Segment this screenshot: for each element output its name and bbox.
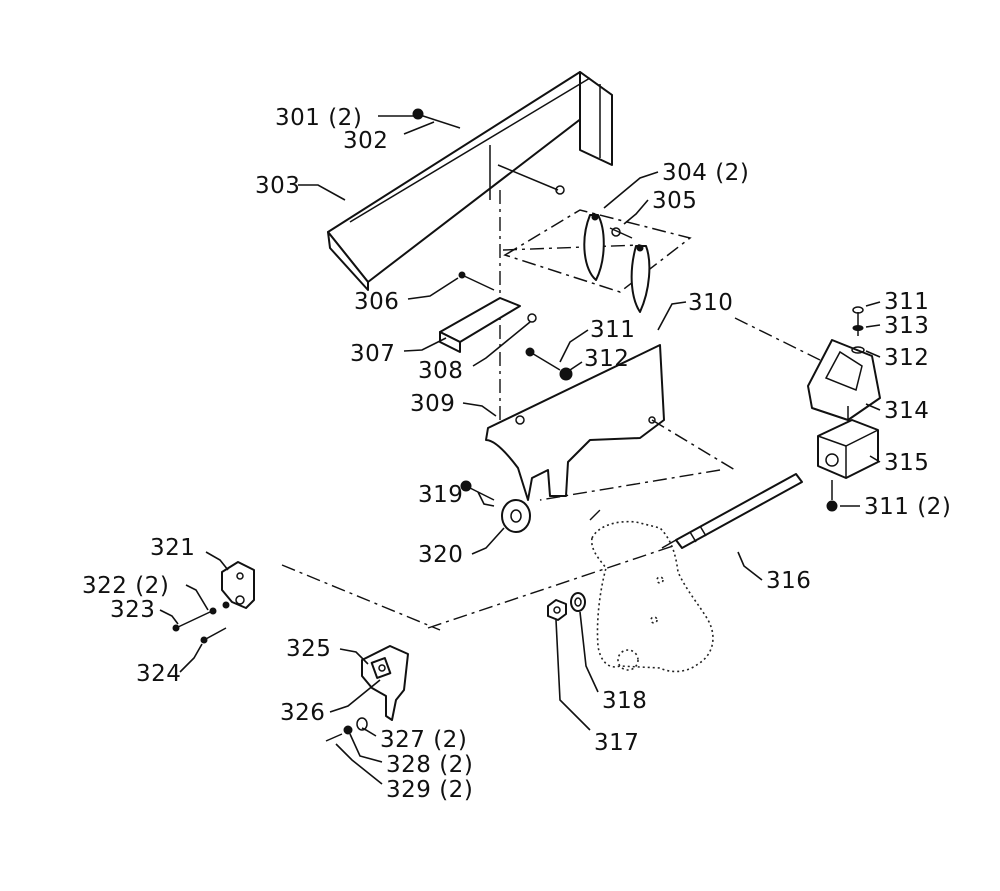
blade-assembly [503,209,692,313]
hardware-322-323-324 [172,601,230,644]
label-319: 319 [418,482,463,508]
bracket-314 [807,339,881,421]
screw-301 [412,108,461,129]
hardware-311-313-312 [826,306,865,512]
guard-bracket [439,271,537,353]
label-323: 323 [110,597,155,623]
label-311-center: 311 [590,317,635,343]
label-302: 302 [343,128,388,154]
hardware-327-328-329 [325,717,368,742]
label-301: 301 (2) [275,105,362,131]
label-307: 307 [350,341,395,367]
block-315 [817,419,879,479]
label-324: 324 [136,661,181,687]
label-305: 305 [652,188,697,214]
label-321: 321 [150,535,195,561]
lever-325 [361,645,409,721]
label-318: 318 [602,688,647,714]
shaft-316 [661,473,803,549]
leader-lines [159,115,881,785]
label-311-bottom: 311 (2) [864,494,951,520]
label-314: 314 [884,398,929,424]
label-322: 322 (2) [82,573,169,599]
label-308: 308 [418,358,463,384]
upper-blade-guard [327,71,613,291]
label-310: 310 [688,290,733,316]
label-326: 326 [280,700,325,726]
label-325: 325 [286,636,331,662]
label-329: 329 (2) [386,777,473,803]
label-313: 313 [884,313,929,339]
label-309: 309 [410,391,455,417]
part-labels: 301 (2) 302 303 304 (2) 305 306 307 308 … [82,105,951,803]
label-311-right: 311 [884,289,929,315]
label-312-right: 312 [884,345,929,371]
nut-317 [547,599,567,621]
label-328: 328 (2) [386,752,473,778]
label-320: 320 [418,542,463,568]
label-316: 316 [766,568,811,594]
label-315: 315 [884,450,929,476]
label-306: 306 [354,289,399,315]
guard-mount-plate [485,344,736,501]
bolt-311-312 [525,347,573,381]
bracket-321 [221,561,255,609]
label-304: 304 (2) [662,160,749,186]
knob-320 [460,480,531,533]
label-303: 303 [255,173,300,199]
trunnion-outline [590,520,714,673]
label-312-center: 312 [584,346,629,372]
label-327: 327 (2) [380,727,467,753]
label-317: 317 [594,730,639,756]
washer-318 [570,592,586,612]
